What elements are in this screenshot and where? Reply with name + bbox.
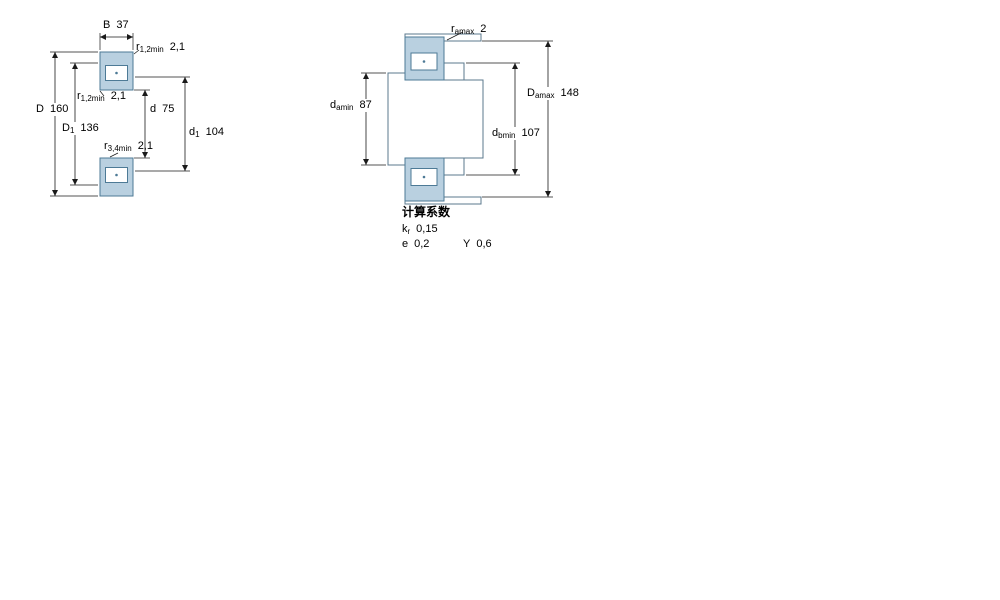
roller-center-mark: [422, 175, 426, 179]
dim-label-d: d 75: [150, 103, 174, 116]
dim-label-r34min: r3,4min 2,1: [104, 140, 153, 153]
dim-symbol: r: [136, 41, 140, 53]
calculation-factors-title: 计算系数: [402, 205, 451, 219]
dim-subscript: 1,2min: [139, 45, 164, 54]
dim-symbol: D: [62, 122, 70, 134]
left-view-bearing-section: [99, 51, 134, 197]
dim-label-D1: D1 136: [60, 122, 101, 136]
dim-label-r12min-mid: r1,2min 2,1: [77, 90, 126, 103]
dim-label-Da-max: Damax 148: [525, 87, 581, 101]
factor-value: 0,15: [416, 223, 438, 235]
dim-value: 160: [49, 103, 69, 115]
dim-value: 75: [162, 103, 175, 115]
dim-symbol: d: [492, 127, 499, 139]
dim-subscript: amin: [336, 103, 354, 112]
dim-subscript: 3,4min: [107, 144, 132, 153]
factor-kr: kr 0,15: [402, 223, 438, 236]
factor-e: e 0,2: [402, 238, 429, 251]
dim-symbol: B: [103, 19, 111, 31]
shaft-with-shoulder: [387, 72, 484, 166]
dim-value: 148: [560, 87, 579, 99]
dim-value: 104: [205, 126, 224, 138]
factor-value: 0,2: [414, 238, 430, 250]
dim-value: 2,1: [169, 41, 185, 53]
dim-symbol: r: [77, 90, 81, 102]
dim-value: 136: [80, 122, 99, 134]
right-view-bearing-section: [404, 36, 445, 202]
dim-subscript: amax: [534, 91, 555, 100]
dim-value: 2,1: [110, 90, 126, 102]
factor-symbol: k: [402, 223, 408, 235]
dim-label-ra-max: ramax 2: [451, 23, 486, 36]
dim-symbol: d: [150, 103, 157, 115]
dim-subscript: 1: [69, 126, 75, 135]
roller-center-mark: [115, 71, 118, 75]
dim-symbol: r: [104, 140, 108, 152]
dim-symbol: d: [330, 99, 337, 111]
dim-label-da-min: damin 87: [328, 99, 374, 113]
right-view-dimension-lines: [363, 41, 551, 197]
dim-label-B: B 37: [103, 19, 129, 32]
left-view-extension-lines: [50, 33, 190, 197]
factor-symbol: Y: [463, 238, 471, 250]
dim-label-D: D 160: [34, 103, 71, 117]
factor-value: 0,6: [476, 238, 492, 250]
factor-Y: Y 0,6: [463, 238, 492, 251]
dim-symbol: d: [189, 126, 196, 138]
dim-value: 107: [521, 127, 540, 139]
dim-value: 87: [359, 99, 372, 111]
dim-symbol: r: [451, 23, 455, 35]
factor-symbol: e: [402, 238, 409, 250]
factor-subscript: r: [407, 227, 411, 236]
dim-subscript: 1: [195, 130, 200, 139]
roller-center-mark: [115, 173, 118, 177]
dim-label-r12min-top: r1,2min 2,1: [136, 41, 185, 54]
abutment-sleeve-top: [443, 62, 465, 81]
dim-label-d1: d1 104: [189, 126, 224, 139]
dim-subscript: amax: [454, 27, 475, 36]
dim-value: 2,1: [137, 140, 153, 152]
abutment-sleeve-bottom: [443, 157, 465, 176]
roller-center-mark: [422, 60, 426, 63]
dim-symbol: D: [527, 87, 535, 99]
dim-value: 37: [116, 19, 129, 31]
dim-label-db-min: dbmin 107: [490, 127, 542, 141]
dim-value: 2: [480, 23, 487, 35]
dim-symbol: D: [36, 103, 44, 115]
dim-subscript: 1,2min: [80, 94, 105, 103]
dim-subscript: bmin: [498, 131, 516, 140]
